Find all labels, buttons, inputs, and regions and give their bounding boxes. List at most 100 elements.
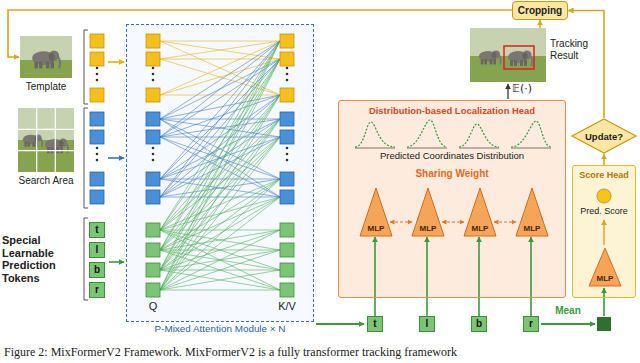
attention-line <box>160 41 280 59</box>
ellipsis-dot <box>286 67 289 70</box>
connector <box>426 237 428 316</box>
attention-line <box>160 95 280 250</box>
token-square <box>146 172 160 186</box>
ellipsis-dot <box>96 147 99 150</box>
plot-axis <box>407 148 447 149</box>
node-text: b <box>94 265 100 275</box>
mlp-triangle: MLP <box>515 187 549 237</box>
elephant <box>508 51 532 67</box>
token-square <box>146 223 160 237</box>
ellipsis-dot <box>96 159 99 162</box>
token-square <box>280 172 294 186</box>
diamond-shape <box>572 119 636 153</box>
figure-caption: Figure 2: MixFormerV2 Framework. MixForm… <box>4 345 457 360</box>
attention-line <box>160 41 280 42</box>
token-square <box>146 283 160 297</box>
ellipsis-dot <box>286 147 289 150</box>
crop-arrow <box>539 20 540 28</box>
input-arrow <box>109 261 124 263</box>
plot-axis <box>459 148 499 149</box>
token-square <box>280 88 294 102</box>
token-square <box>146 130 160 144</box>
token-squares <box>90 34 294 297</box>
token-square <box>90 52 104 66</box>
node-text: MLP <box>524 224 541 233</box>
token-square <box>146 112 160 126</box>
attention-line <box>160 119 280 270</box>
column-label: K/V <box>270 300 304 313</box>
attention-line <box>160 137 280 290</box>
attention-line <box>160 59 280 270</box>
mlp-triangle: MLP <box>411 187 445 237</box>
ellipsis-dot <box>152 79 155 82</box>
ellipsis-dot <box>96 153 99 156</box>
token-square <box>90 172 104 186</box>
prediction-token: r <box>523 316 539 332</box>
token-square <box>280 223 294 237</box>
attention-line <box>160 95 280 290</box>
image-sky <box>20 36 72 78</box>
mlp-triangle-shape <box>360 188 392 236</box>
connector <box>603 154 605 165</box>
bracket <box>84 218 88 300</box>
prediction-token: r <box>89 282 105 298</box>
token-square <box>280 190 294 204</box>
connector <box>568 11 604 119</box>
score-input-arrow <box>603 288 605 316</box>
attention-line <box>160 59 280 197</box>
decision-diamond: Update? <box>571 118 637 154</box>
image-sky <box>470 28 546 82</box>
attention-line <box>160 59 280 250</box>
image-sky <box>18 108 74 172</box>
prediction-token: l <box>89 242 105 258</box>
elephant <box>23 134 42 146</box>
mean-arrow <box>541 323 595 325</box>
ellipsis-dot <box>152 159 155 162</box>
attention-line <box>160 41 280 230</box>
attention-line <box>160 95 280 96</box>
input-arrow <box>108 61 124 63</box>
mlp-triangle: MLP <box>463 187 497 237</box>
box-heading: Score Head <box>573 170 635 180</box>
attention-line <box>160 119 280 197</box>
attention-line <box>160 95 280 179</box>
mlp-triangle-shape <box>464 188 496 236</box>
elephant <box>32 51 60 69</box>
node-text: b <box>476 319 482 329</box>
attention-line <box>160 41 280 270</box>
attention-line <box>160 119 280 250</box>
attention-line <box>160 41 280 59</box>
token-square <box>146 263 160 277</box>
template-image <box>20 36 72 78</box>
bracket <box>84 30 88 104</box>
ellipsis-dot <box>286 159 289 162</box>
distribution-curve <box>459 124 499 147</box>
ellipsis-dot <box>96 79 99 82</box>
node-text: r <box>95 285 99 295</box>
bracket <box>84 108 88 208</box>
node-text: MLP <box>420 224 437 233</box>
token-square <box>90 190 104 204</box>
prediction-token: l <box>419 316 435 332</box>
node-text: l <box>426 319 429 329</box>
attention-line <box>160 290 280 291</box>
expectation-label: 𝔼(·) <box>512 83 542 96</box>
mlp-triangle-shape <box>516 188 548 236</box>
node-text: MLP <box>597 274 614 283</box>
node-text: MLP <box>472 224 489 233</box>
attention-line <box>160 119 280 290</box>
mlp-triangle: MLP <box>588 247 622 287</box>
token-square <box>146 190 160 204</box>
ellipsis-dot <box>152 73 155 76</box>
attention-line <box>160 197 280 198</box>
mean-token <box>597 317 611 331</box>
mlp-triangle-shape <box>589 248 621 286</box>
token-square <box>146 88 160 102</box>
column-label: Q <box>146 300 160 313</box>
attention-line <box>160 41 280 197</box>
node-text: r <box>529 319 533 329</box>
token-square <box>146 243 160 257</box>
